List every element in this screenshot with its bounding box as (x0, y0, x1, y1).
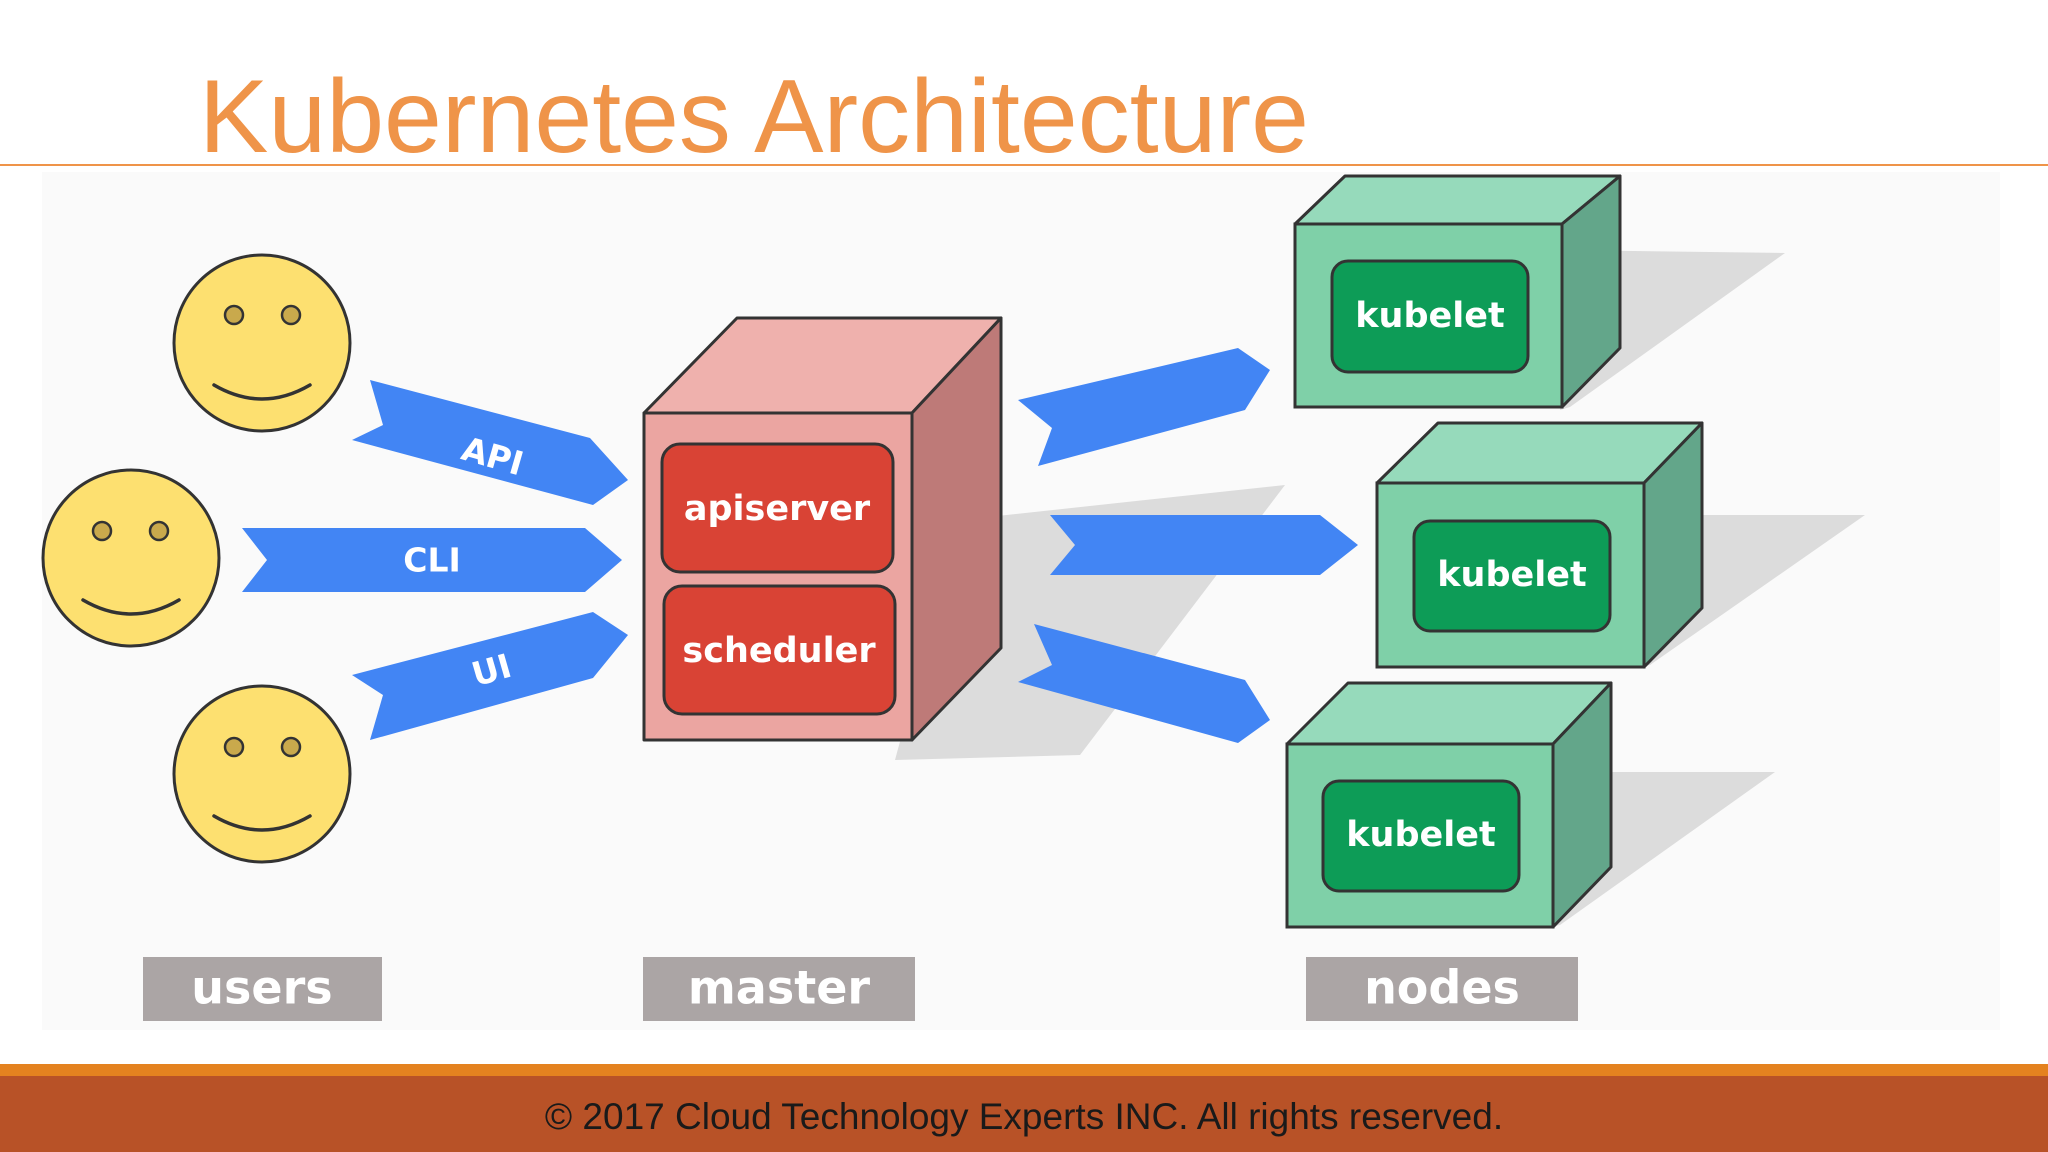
node-box-middle: kubelet (1375, 421, 1704, 669)
apiserver-label: apiserver (684, 489, 871, 529)
arrow-to-node-top (1018, 348, 1270, 466)
node-box-top: kubelet (1293, 174, 1622, 409)
cli-arrow: CLI (242, 528, 622, 592)
node-box-bottom: kubelet (1285, 681, 1613, 929)
user-eye-right (280, 304, 302, 326)
user-eye-right (148, 520, 170, 542)
user-smile (81, 598, 181, 616)
footer-accent-line (0, 1064, 2048, 1076)
nodes-label: nodes (1364, 961, 1520, 1015)
kubelet-label: kubelet (1355, 296, 1504, 336)
user-face-bottom (172, 684, 352, 864)
ui-arrow: UI (352, 612, 628, 740)
kubelet-component (1330, 259, 1530, 374)
user-smile (212, 383, 312, 401)
arrow-to-node-middle (1050, 515, 1358, 575)
arrow-to-node-bottom (1018, 624, 1270, 743)
apiserver-component: apiserver (660, 442, 895, 574)
users-label: users (191, 961, 332, 1015)
user-smile (212, 814, 312, 832)
kubelet-label: kubelet (1437, 555, 1586, 595)
master-to-node-arrows (1018, 348, 1358, 743)
master-section-label: master (643, 957, 915, 1021)
master-label: master (688, 961, 871, 1015)
footer-bar (0, 1076, 2048, 1152)
nodes-section-label: nodes (1306, 957, 1578, 1021)
architecture-diagram: API CLI UI apiserver scheduler kubelet (41, 172, 2000, 1030)
scheduler-component: scheduler (662, 584, 897, 716)
user-face-top (172, 253, 352, 433)
user-eye-left (91, 520, 113, 542)
slide-title: Kubernetes Architecture (199, 59, 1309, 175)
users-section-label: users (143, 957, 382, 1021)
kubelet-component (1412, 519, 1612, 633)
kubelet-label: kubelet (1346, 815, 1495, 855)
user-eye-left (223, 736, 245, 758)
user-eye-left (223, 304, 245, 326)
scheduler-label: scheduler (682, 631, 876, 671)
footer-copyright: © 2017 Cloud Technology Experts INC. All… (544, 1096, 1504, 1137)
title-divider (0, 164, 2048, 166)
user-eye-right (280, 736, 302, 758)
user-face-middle (41, 468, 221, 648)
kubelet-component (1321, 779, 1521, 893)
cli-arrow-label: CLI (403, 541, 461, 580)
